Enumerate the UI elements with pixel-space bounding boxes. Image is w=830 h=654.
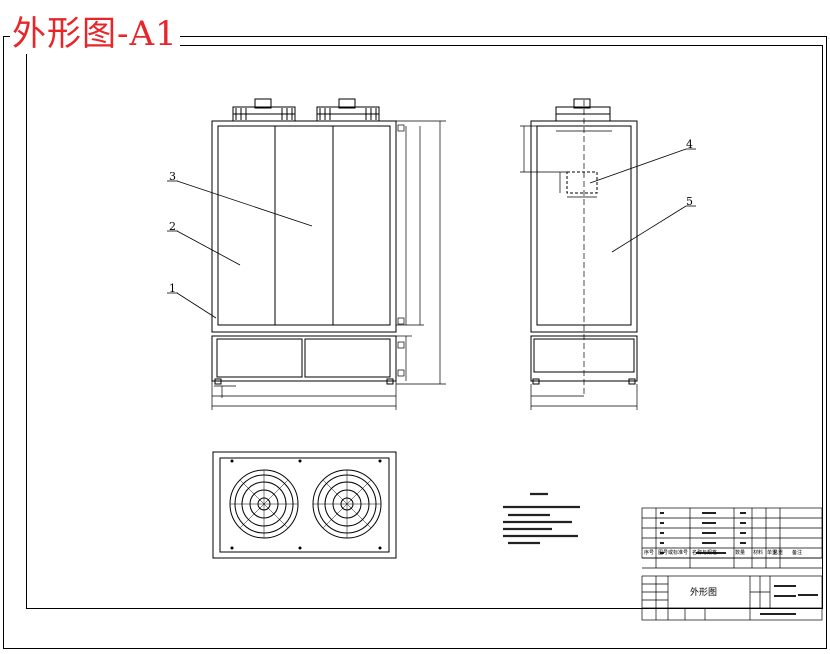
header-unit-weight: 单重	[767, 550, 778, 556]
header-total-weight: 总重	[773, 550, 784, 556]
balloon-3: 3	[169, 170, 176, 183]
header-qty: 数量	[735, 550, 746, 556]
inner-border	[26, 45, 823, 609]
fan-unit-right	[316, 98, 380, 122]
balloon-5: 5	[686, 195, 693, 208]
title-block	[641, 575, 823, 621]
leader-lines	[167, 148, 696, 319]
header-material: 材料	[753, 550, 764, 556]
balloon-4: 4	[686, 138, 693, 151]
header-no: 序号	[644, 550, 655, 556]
technical-notes	[503, 492, 580, 545]
outer-border	[3, 36, 827, 649]
fan-icon	[312, 469, 382, 539]
parts-header-row: 序号 图号或标准号 名称与规格 数量 材料 单重 总重 备注	[642, 548, 822, 558]
parts-list	[641, 507, 823, 569]
side-view	[520, 98, 638, 410]
top-view	[212, 451, 397, 559]
drawing-name: 外形图	[690, 588, 718, 598]
balloon-1: 1	[169, 282, 176, 295]
header-remark: 备注	[792, 550, 803, 556]
header-code: 图号或标准号	[658, 550, 689, 556]
fan-unit-left	[232, 98, 296, 122]
header-name: 名称与规格	[692, 550, 718, 556]
fan-icon	[229, 469, 299, 539]
drawing-title: 外形图-A1	[10, 14, 180, 54]
balloon-2: 2	[169, 220, 176, 233]
fan-unit-side	[555, 98, 611, 122]
front-view	[211, 98, 446, 410]
title-block-marks	[660, 512, 818, 615]
